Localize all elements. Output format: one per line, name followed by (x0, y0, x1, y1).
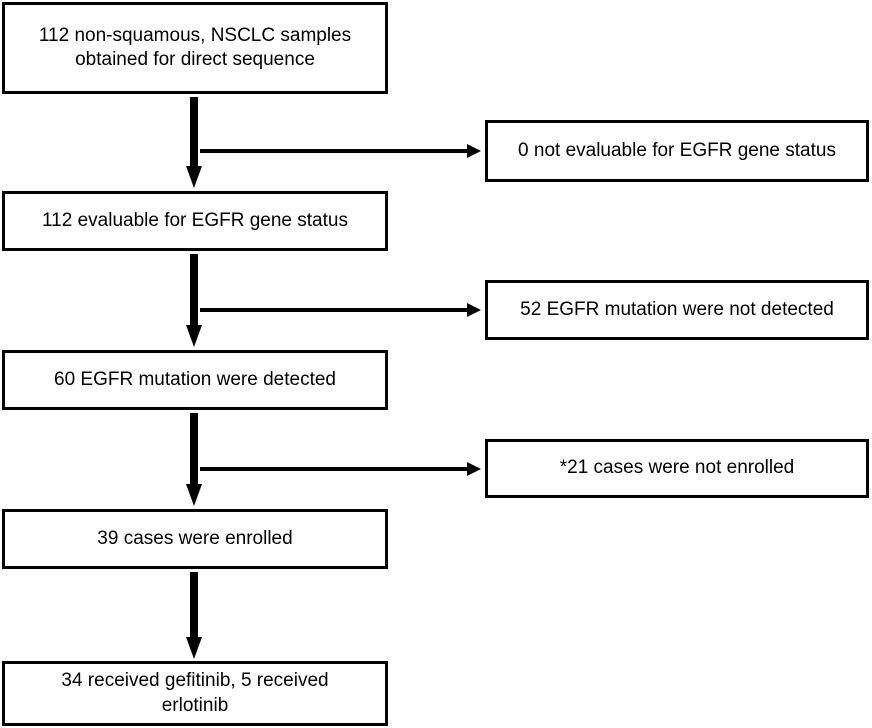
flow-node-mutation-detected-label: 60 EGFR mutation were detected (54, 368, 336, 390)
flow-node-not-evaluable: 0 not evaluable for EGFR gene status (485, 120, 869, 182)
flow-node-samples: 112 non-squamous, NSCLC samples obtained… (2, 2, 388, 94)
flow-node-not-evaluable-label: 0 not evaluable for EGFR gene status (518, 139, 836, 161)
arrow-right-to-mutation-not-detected (200, 303, 481, 317)
arrow-head (186, 484, 202, 506)
arrow-stem (190, 97, 198, 166)
arrow-head (467, 303, 481, 317)
arrow-stem (190, 572, 198, 637)
arrow-head (186, 166, 202, 188)
flow-node-treatment-label: 34 received gefitinib, 5 received erloti… (61, 670, 329, 716)
flow-node-not-enrolled: *21 cases were not enrolled (485, 439, 869, 498)
arrow-head (186, 325, 202, 347)
arrow-head (186, 637, 202, 659)
flow-node-not-enrolled-label: *21 cases were not enrolled (559, 457, 795, 479)
arrow-right-to-not-evaluable (200, 144, 481, 158)
arrow-down-enrolled-to-treatment (186, 572, 202, 659)
arrow-down-mutation-detected-to-enrolled (186, 413, 202, 506)
arrow-head (467, 144, 481, 158)
arrow-head (467, 462, 481, 476)
arrow-down-samples-to-evaluable (186, 97, 202, 188)
flow-node-mutation-detected: 60 EGFR mutation were detected (2, 350, 388, 410)
arrow-down-evaluable-to-mutation-detected (186, 254, 202, 347)
arrow-stem (190, 254, 198, 325)
flow-node-treatment: 34 received gefitinib, 5 received erloti… (2, 661, 388, 726)
arrow-stem (190, 413, 198, 484)
flow-node-mutation-not-detected: 52 EGFR mutation were not detected (485, 280, 869, 340)
arrow-stem (200, 149, 468, 153)
flow-node-evaluable: 112 evaluable for EGFR gene status (2, 191, 388, 251)
arrow-right-to-not-enrolled (200, 462, 481, 476)
flow-node-enrolled-label: 39 cases were enrolled (97, 527, 293, 549)
flow-node-mutation-not-detected-label: 52 EGFR mutation were not detected (520, 298, 834, 320)
arrow-stem (200, 308, 468, 312)
flow-node-samples-label: 112 non-squamous, NSCLC samples obtained… (38, 24, 352, 70)
flow-node-enrolled: 39 cases were enrolled (2, 509, 388, 569)
arrow-stem (200, 467, 468, 471)
flow-node-evaluable-label: 112 evaluable for EGFR gene status (42, 209, 348, 231)
